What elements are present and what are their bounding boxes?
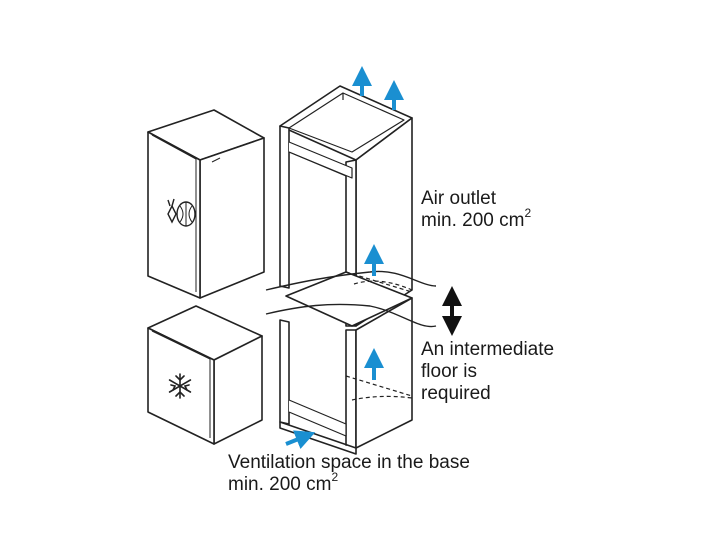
snowflake-icon	[168, 373, 192, 399]
ventilation-line2: min. 200 cm2	[228, 469, 339, 495]
floor-line3: required	[421, 383, 491, 404]
intermediate-floor-label: An intermediate floor is required	[421, 339, 554, 405]
floor-line1: An intermediate	[421, 339, 555, 360]
air-flow-arrows	[285, 66, 404, 449]
freezer-appliance	[147, 305, 263, 445]
base-dashed-outline	[345, 375, 413, 401]
air-outlet-line2: min. 200 cm2	[421, 205, 532, 231]
vegetable-icon	[167, 198, 196, 227]
air-outlet-label: Air outlet min. 200 cm2	[421, 188, 531, 232]
break-lines	[265, 270, 437, 328]
ventilation-line1: Ventilation space in the base	[228, 452, 470, 473]
cabinet-niche	[279, 85, 413, 455]
air-arrow-base	[285, 430, 316, 449]
ventilation-label: Ventilation space in the base min. 200 c…	[228, 452, 470, 496]
intermediate-floor	[285, 271, 413, 327]
fridge-appliance	[147, 109, 265, 299]
air-outlet-line1: Air outlet	[421, 188, 496, 209]
floor-line2: floor is	[421, 361, 477, 382]
